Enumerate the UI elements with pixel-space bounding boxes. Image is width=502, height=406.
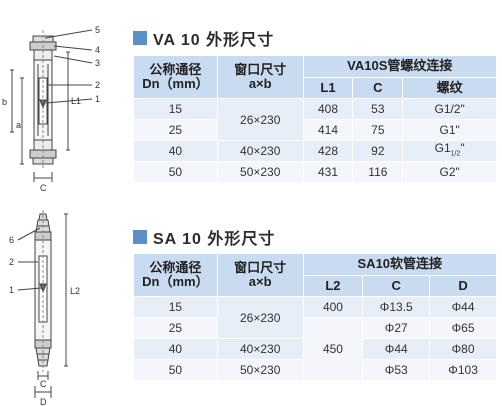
sa-dim-d: D	[40, 397, 47, 406]
table-row: 50 50×230 431 116 G2"	[133, 161, 497, 184]
va-label-2: 2	[95, 80, 100, 90]
table-subheader-row: L2 C D	[134, 274, 497, 297]
va-section-title: VA 10 外形尺寸	[133, 28, 275, 49]
header-thread: 螺纹	[402, 76, 497, 99]
header-l1: L1	[302, 76, 354, 99]
sa-flowmeter-diagram: 6 2 1 L2 C D	[9, 210, 80, 406]
table-row: 25 450 Φ27 Φ65	[133, 317, 497, 381]
header-dn: 公称通径 Dn（mm）	[133, 253, 218, 297]
header-group: VA10S管螺纹连接	[302, 55, 498, 78]
va-label-1: 1	[95, 94, 100, 104]
header-window-size: 窗口尺寸 a×b	[216, 55, 304, 99]
table-row: 15 26×230 408 53 G1/2"	[133, 98, 497, 141]
table-row: 50 50×230 Φ53 Φ103	[133, 359, 497, 381]
header-l2: L2	[302, 274, 364, 297]
header-window-size: 窗口尺寸 a×b	[216, 253, 304, 297]
title-marker-icon	[133, 31, 147, 45]
table-row: 25 414 75 G1"	[133, 119, 497, 141]
header-c: C	[362, 274, 431, 297]
sa-label-2: 2	[9, 257, 14, 267]
va-drawing: 5 4 3 2 1 b a L1 C	[0, 0, 125, 200]
va-dimension-table: 公称通径 Dn（mm） 窗口尺寸 a×b VA10S管螺纹连接 L1 C 螺纹 …	[133, 55, 498, 184]
va-dim-a: a	[16, 120, 21, 130]
va-label-3: 3	[95, 58, 100, 68]
sa-label-1: 1	[9, 285, 14, 295]
sa-drawing: 6 2 1 L2 C D	[0, 206, 125, 406]
va-dim-c: C	[40, 183, 47, 193]
va-dim-b: b	[2, 97, 7, 107]
header-dn: 公称通径 Dn（mm）	[133, 55, 218, 99]
title-marker-icon	[133, 230, 147, 244]
va-label-4: 4	[95, 45, 100, 55]
sa-dimension-table: 公称通径 Dn（mm） 窗口尺寸 a×b SA10软管连接 L2 C D 15 …	[133, 253, 498, 381]
thread-cell: G11/2"	[402, 139, 497, 163]
sa-dim-l2: L2	[70, 286, 80, 296]
header-group: SA10软管连接	[302, 253, 498, 276]
table-row: 15 26×230 400 Φ13.5 Φ44	[133, 296, 497, 339]
table-header-row: 公称通径 Dn（mm） 窗口尺寸 a×b VA10S管螺纹连接	[133, 55, 498, 99]
sa-label-6: 6	[9, 235, 14, 245]
header-c: C	[352, 76, 404, 99]
table-subheader-row: L1 C 螺纹	[134, 76, 497, 99]
va-label-5: 5	[95, 25, 100, 35]
sa-title-text: SA 10 外形尺寸	[153, 231, 276, 248]
sa-section-title: SA 10 外形尺寸	[133, 227, 276, 248]
table-header-row: 公称通径 Dn（mm） 窗口尺寸 a×b SA10软管连接	[133, 253, 498, 297]
header-d: D	[429, 274, 497, 297]
table-row: 40 40×230 Φ44 Φ80	[133, 338, 497, 360]
va-dim-l1: L1	[71, 96, 81, 106]
table-row: 40 40×230 428 92 G11/2"	[133, 139, 497, 163]
va-flowmeter-diagram: 5 4 3 2 1 b a L1 C	[2, 25, 100, 193]
va-title-text: VA 10 外形尺寸	[153, 32, 275, 49]
sa-dim-c: C	[40, 379, 47, 389]
